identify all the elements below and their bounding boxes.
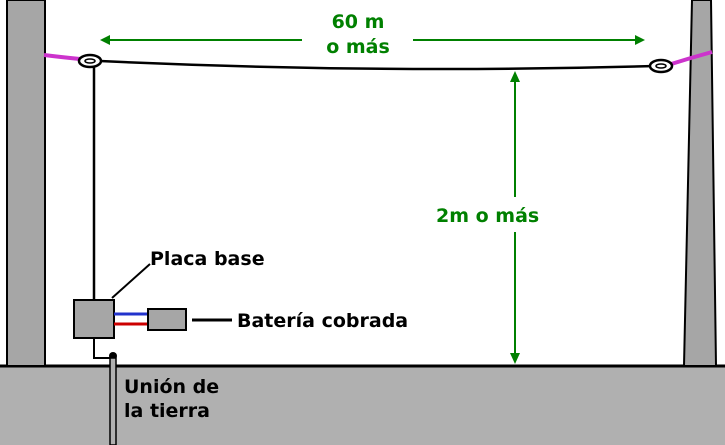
ground-rod [109, 357, 117, 445]
base-plate-pointer [111, 263, 151, 299]
distance-label-line2: o más [326, 36, 390, 58]
ground [0, 366, 725, 445]
left-post [6, 0, 46, 367]
right-insulator-icon [648, 58, 674, 74]
distance-label-line1: 60 m [332, 11, 385, 33]
left-insulator-rope [43, 53, 81, 61]
antenna-wire [99, 59, 656, 71]
ground-connection-wire [93, 338, 111, 359]
left-insulator-icon [77, 53, 103, 69]
right-post [682, 0, 718, 367]
distance-dimension [100, 35, 645, 45]
ground-label-line1: Unión de [124, 376, 219, 398]
battery-icon [147, 308, 187, 331]
height-dimension [510, 71, 520, 364]
battery-label: Batería cobrada [237, 310, 408, 332]
base-plate-label: Placa base [150, 248, 265, 270]
height-label: 2m o más [436, 205, 539, 227]
ground-label-line2: la tierra [124, 400, 210, 422]
base-plate-box [73, 299, 115, 339]
